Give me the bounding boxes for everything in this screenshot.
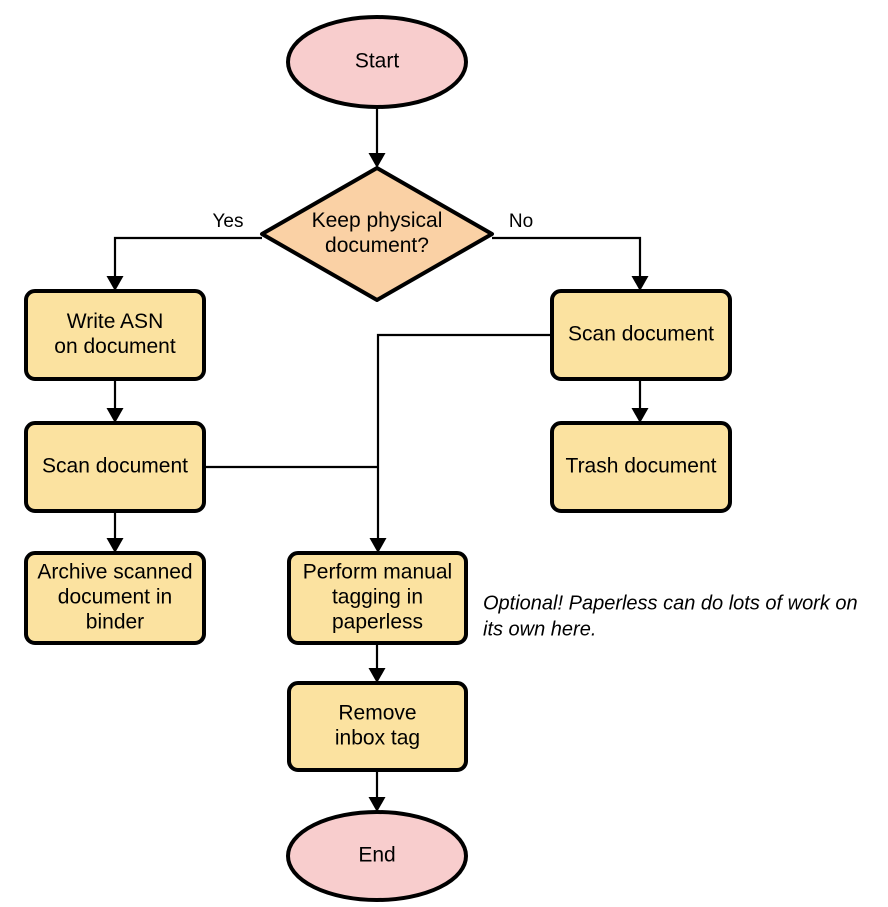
node-label: inbox tag <box>335 727 420 750</box>
annotation-line: its own here. <box>483 618 596 640</box>
edges-layer: Yes No <box>106 107 649 812</box>
edge-scan-left-to-archive <box>106 511 124 553</box>
node-label: document in <box>58 586 172 609</box>
node-end[interactable]: End <box>286 810 468 902</box>
process-shape <box>287 551 468 645</box>
arrowhead <box>368 668 386 683</box>
edge-write-asn-to-scan-left <box>106 379 124 423</box>
terminator-shape <box>286 810 468 902</box>
node-label: Scan document <box>42 455 188 478</box>
edge-decision-yes-to-write-asn: Yes <box>106 211 262 291</box>
node-label: Remove <box>338 702 416 725</box>
terminator-shape <box>286 15 468 109</box>
node-label: paperless <box>332 611 423 634</box>
arrowhead <box>368 797 386 812</box>
node-label: binder <box>86 611 144 634</box>
edge-manual-tagging-to-remove-inbox-tag <box>368 643 386 683</box>
edge-path <box>376 333 552 547</box>
edge-start-to-decision <box>368 107 386 168</box>
edge-remove-inbox-tag-to-end <box>368 770 386 812</box>
edge-label-decision-no-to-scan-right: No <box>509 211 533 232</box>
node-label: Perform manual <box>303 561 452 584</box>
node-trash-document[interactable]: Trash document <box>550 421 732 513</box>
process-shape <box>550 289 732 381</box>
arrowhead <box>106 276 124 291</box>
node-label: End <box>358 844 395 867</box>
node-label: on document <box>54 335 176 358</box>
arrowhead <box>369 538 387 553</box>
node-label: Keep physical <box>312 209 443 232</box>
annotation-line: Optional! Paperless can do lots of work … <box>483 592 858 614</box>
node-scan-document-right[interactable]: Scan document <box>550 289 732 381</box>
node-label: Write ASN <box>67 310 163 333</box>
node-label: Archive scanned <box>37 561 192 584</box>
process-shape <box>24 289 206 381</box>
edge-decision-no-to-scan-right: No <box>492 211 649 291</box>
node-label: Trash document <box>566 455 717 478</box>
node-scan-document-left[interactable]: Scan document <box>24 421 206 513</box>
node-label: Scan document <box>568 323 714 346</box>
arrowhead <box>368 153 386 168</box>
node-start[interactable]: Start <box>286 15 468 109</box>
decision-shape <box>260 166 494 302</box>
edge-scan-right-to-trash <box>631 379 649 423</box>
annotation-optional-note: Optional! Paperless can do lots of work … <box>483 592 858 640</box>
arrowhead <box>106 538 124 553</box>
annotations-layer: Optional! Paperless can do lots of work … <box>483 592 858 640</box>
node-label: Start <box>355 50 400 73</box>
node-label: document? <box>325 234 429 257</box>
node-label: tagging in <box>332 586 423 609</box>
edge-path <box>113 236 262 285</box>
arrowhead <box>631 408 649 423</box>
process-shape <box>287 681 468 772</box>
process-shape <box>24 551 206 645</box>
arrowhead <box>631 276 649 291</box>
process-shape <box>550 421 732 513</box>
edge-path <box>492 236 642 285</box>
edge-label-decision-yes-to-write-asn: Yes <box>213 211 244 232</box>
process-shape <box>24 421 206 513</box>
edge-scan-right-to-manual-tagging <box>369 333 552 553</box>
arrowhead <box>106 408 124 423</box>
